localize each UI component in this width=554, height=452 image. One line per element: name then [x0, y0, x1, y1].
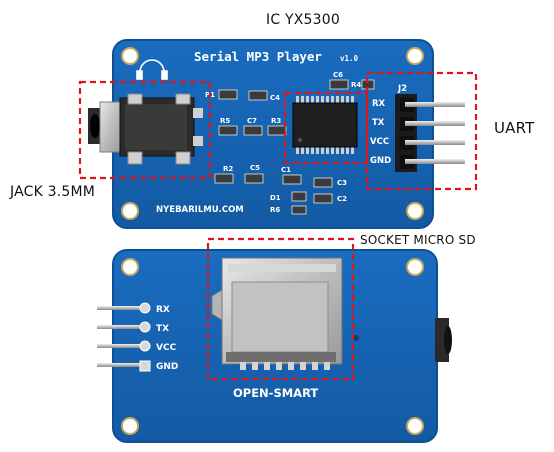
ref-r5: R5	[220, 117, 230, 125]
ref-c3: C3	[337, 179, 347, 187]
ref-r4: R4	[351, 81, 361, 89]
ref-r2: R2	[223, 165, 233, 173]
back-board: RX TX VCC GND OPEN-SMART	[97, 249, 452, 443]
header-ref-label: J2	[397, 84, 407, 94]
ref-c5: C5	[250, 164, 260, 172]
uart-header	[395, 94, 465, 172]
micro-sd-socket	[211, 257, 343, 370]
via	[353, 335, 359, 341]
audio-jack	[88, 93, 203, 165]
ref-r3: R3	[271, 117, 281, 125]
mount-hole	[121, 417, 139, 435]
callout-box-jack	[78, 80, 212, 180]
jack-back-edge	[435, 318, 449, 362]
front-board: Serial MP3 Player v1.0 NYEBARILMU.COM J2…	[88, 39, 465, 229]
mount-hole	[406, 417, 424, 435]
callout-socket-label: SOCKET MICRO SD	[360, 233, 476, 247]
mount-hole	[406, 202, 424, 220]
front-pin-label: RX	[372, 99, 386, 109]
ref-c4: C4	[270, 94, 280, 102]
board-title: Serial MP3 Player	[194, 49, 322, 64]
callout-box-socket	[206, 237, 355, 381]
ref-c1: C1	[281, 166, 291, 174]
smd-components	[214, 79, 375, 215]
ref-d1: D1	[270, 194, 281, 202]
ref-c7: C7	[247, 117, 257, 125]
mount-hole	[121, 202, 139, 220]
mount-hole	[121, 47, 139, 65]
back-brand: OPEN-SMART	[233, 386, 318, 400]
back-pin-label: RX	[156, 305, 170, 315]
callout-jack-label: JACK 3.5MM	[10, 184, 96, 200]
mount-hole	[406, 258, 424, 276]
callout-boxes	[78, 71, 478, 381]
back-pin-label: GND	[156, 362, 178, 372]
callout-box-uart	[365, 71, 478, 191]
front-pin-label: VCC	[370, 137, 389, 147]
yx5300-chip	[292, 96, 358, 154]
board-version: v1.0	[340, 54, 359, 63]
front-pin-label: GND	[370, 156, 391, 166]
front-pin-label: TX	[372, 118, 385, 128]
headphone-icon	[136, 59, 168, 80]
callout-box-ic	[283, 91, 369, 165]
mount-hole	[121, 258, 139, 276]
callout-ic-label: IC YX5300	[266, 12, 340, 28]
ref-r6: R6	[270, 206, 280, 214]
board-website: NYEBARILMU.COM	[156, 205, 244, 215]
callout-uart-label: UART	[494, 119, 535, 137]
back-header-pins	[97, 302, 151, 372]
ref-c6: C6	[333, 71, 343, 79]
back-pin-label: TX	[156, 324, 169, 334]
mount-hole	[406, 47, 424, 65]
ref-c2: C2	[337, 195, 347, 203]
back-pin-label: VCC	[156, 343, 177, 353]
